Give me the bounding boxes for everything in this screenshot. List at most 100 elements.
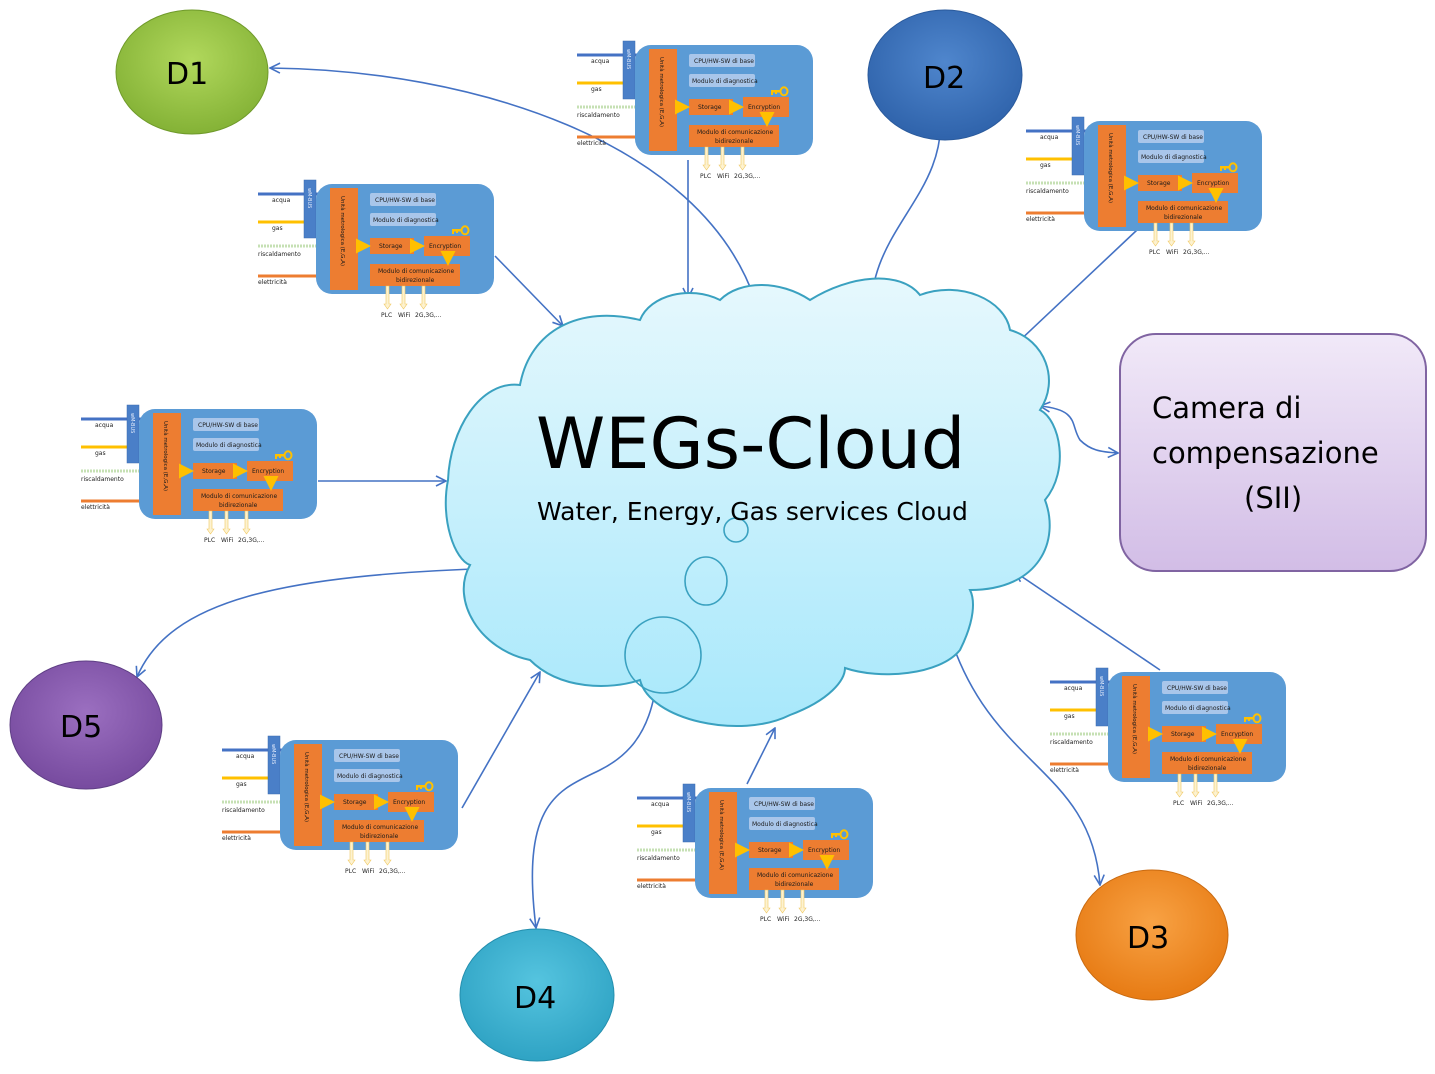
input-label-2: gas: [272, 225, 283, 232]
bus-label: wM-BUS: [685, 792, 691, 812]
diagnostics-module-label: Modulo di diagnostica: [196, 442, 262, 449]
comm-module-label-2: bidirezionale: [775, 881, 814, 888]
cpu-module-label: CPU/HW-SW di base: [339, 753, 399, 760]
connectors: [137, 68, 1161, 928]
input-label-2: gas: [591, 86, 602, 93]
cloud-bubble: [624, 616, 702, 694]
input-label-2: gas: [236, 781, 247, 788]
bus-label: wM-BUS: [129, 413, 135, 433]
compensation-chamber-node: Camera di compensazione (SII): [1119, 333, 1427, 572]
metrology-unit-label: Unità metrologica (E,G,A): [303, 752, 310, 822]
input-label-4: elettricità: [258, 279, 287, 286]
camera-line-1: Camera di: [1152, 391, 1302, 425]
output-label-plc: PLC: [345, 868, 356, 875]
distributor-label: D2: [923, 61, 965, 96]
metrology-unit-label: Unità metrologica (E,G,A): [1107, 133, 1114, 203]
output-label-plc: PLC: [700, 173, 711, 180]
input-label-3: riscaldamento: [637, 855, 680, 862]
cpu-module-label: CPU/HW-SW di base: [754, 801, 814, 808]
comm-module-label-1: Modulo di comunicazione: [378, 268, 454, 275]
cpu-module-label: CPU/HW-SW di base: [1143, 134, 1203, 141]
distributor-label: D4: [514, 981, 556, 1016]
input-label-2: gas: [1040, 162, 1051, 169]
input-label-2: gas: [95, 450, 106, 457]
distributor-label: D5: [60, 710, 102, 745]
output-label-wifi: WiFi: [1190, 800, 1202, 807]
output-label-plc: PLC: [1149, 249, 1160, 256]
comm-module-label-2: bidirezionale: [360, 833, 399, 840]
output-label-wifi: WiFi: [221, 537, 233, 544]
cloud-shape: [444, 277, 1061, 727]
input-label-1: acqua: [236, 753, 255, 760]
distributor-d3: D3: [1075, 869, 1229, 1001]
output-label-cellular: 2G,3G,...: [794, 916, 821, 923]
diagnostics-module-label: Modulo di diagnostica: [692, 78, 758, 85]
camera-line-3: (SII): [1244, 481, 1302, 515]
output-label-plc: PLC: [760, 916, 771, 923]
storage-module-label: Storage: [343, 799, 367, 806]
encryption-module-label: Encryption: [1197, 180, 1229, 187]
output-label-cellular: 2G,3G,...: [1183, 249, 1210, 256]
storage-module-label: Storage: [1147, 180, 1171, 187]
comm-module-label-1: Modulo di comunicazione: [342, 824, 418, 831]
distributor-d5: D5: [9, 660, 163, 790]
output-label-cellular: 2G,3G,...: [734, 173, 761, 180]
connector-device-upper-right-cloud: [1015, 229, 1138, 345]
comm-module-label-2: bidirezionale: [396, 277, 435, 284]
output-label-wifi: WiFi: [362, 868, 374, 875]
input-label-4: elettricità: [81, 504, 110, 511]
input-label-3: riscaldamento: [258, 251, 301, 258]
output-label-wifi: WiFi: [398, 312, 410, 319]
device-left: acqua gas riscaldamento elettricità wM-BUS Un…: [81, 405, 317, 544]
diagnostics-module-label: Modulo di diagnostica: [1141, 154, 1207, 161]
bus-label: wM-BUS: [306, 188, 312, 208]
output-label-wifi: WiFi: [777, 916, 789, 923]
connector-d1-cloud: [270, 68, 755, 300]
input-label-1: acqua: [1064, 685, 1083, 692]
output-label-plc: PLC: [204, 537, 215, 544]
input-label-1: acqua: [95, 422, 114, 429]
cpu-module-label: CPU/HW-SW di base: [375, 197, 435, 204]
bus-label: wM-BUS: [1074, 125, 1080, 145]
input-label-4: elettricità: [222, 835, 251, 842]
input-label-4: elettricità: [1050, 767, 1079, 774]
comm-module-label-2: bidirezionale: [715, 138, 754, 145]
metrology-unit-label: Unità metrologica (E,G,A): [1131, 684, 1138, 754]
encryption-module-label: Encryption: [252, 468, 284, 475]
connector-camera-cloud: [1040, 406, 1118, 453]
diagnostics-module-label: Modulo di diagnostica: [337, 773, 403, 780]
comm-module-label-1: Modulo di comunicazione: [201, 493, 277, 500]
metrology-unit-label: Unità metrologica (E,G,A): [162, 421, 169, 491]
input-label-4: elettricità: [1026, 216, 1055, 223]
cpu-module-label: CPU/HW-SW di base: [1167, 685, 1227, 692]
cpu-module-label: CPU/HW-SW di base: [198, 422, 258, 429]
diagnostics-module-label: Modulo di diagnostica: [373, 217, 439, 224]
storage-module-label: Storage: [202, 468, 226, 475]
cloud-bubble: [684, 556, 728, 606]
input-label-4: elettricità: [637, 883, 666, 890]
input-label-3: riscaldamento: [81, 476, 124, 483]
distributor-d1: D1: [115, 9, 269, 135]
encryption-module-label: Encryption: [808, 847, 840, 854]
output-label-cellular: 2G,3G,...: [415, 312, 442, 319]
input-label-3: riscaldamento: [1026, 188, 1069, 195]
connector-d5-cloud: [137, 568, 500, 677]
distributor-label: D1: [166, 57, 208, 92]
comm-module-label-1: Modulo di comunicazione: [1170, 756, 1246, 763]
bus-label: wM-BUS: [1098, 676, 1104, 696]
input-label-3: riscaldamento: [577, 112, 620, 119]
smart-meter-devices: acqua gas riscaldamento elettricità wM-BUS Un…: [81, 41, 1286, 923]
input-label-1: acqua: [591, 58, 610, 65]
cpu-module-label: CPU/HW-SW di base: [694, 58, 754, 65]
output-label-plc: PLC: [1173, 800, 1184, 807]
metrology-unit-label: Unità metrologica (E,G,A): [339, 196, 346, 266]
input-label-1: acqua: [651, 801, 670, 808]
comm-module-label-2: bidirezionale: [1164, 214, 1203, 221]
diagnostics-module-label: Modulo di diagnostica: [752, 821, 818, 828]
